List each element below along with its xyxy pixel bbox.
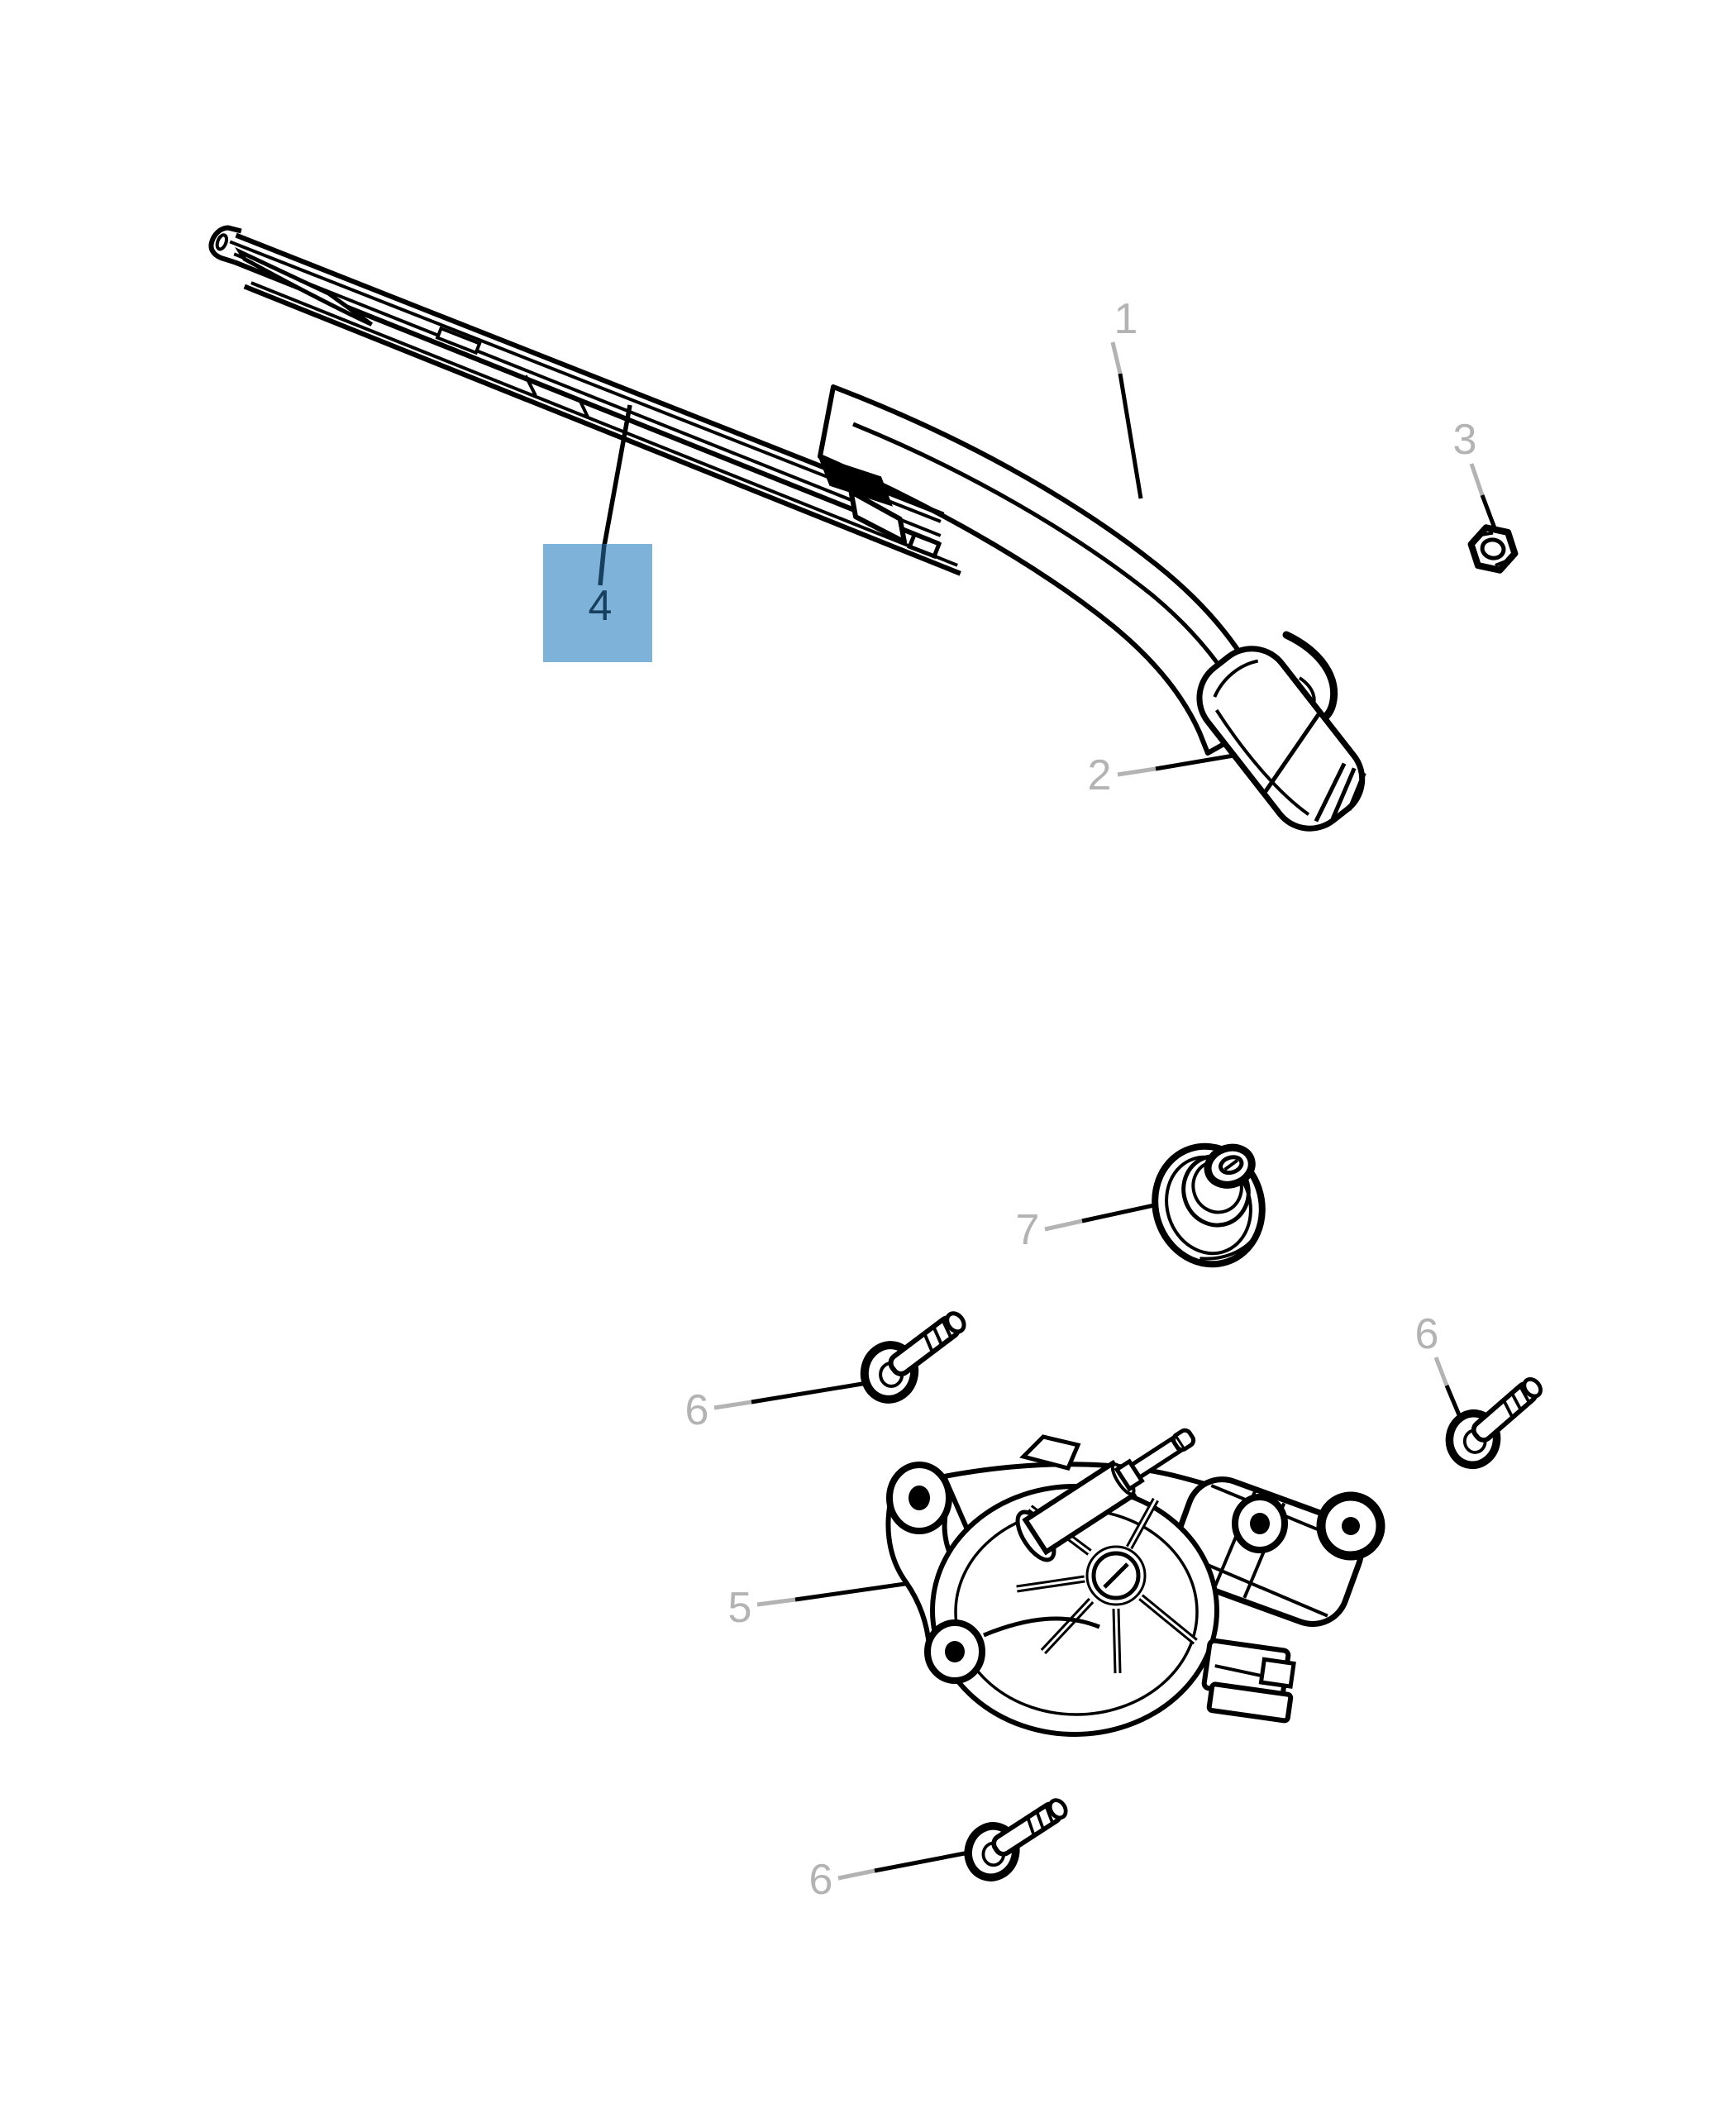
leader-6-left [713, 1381, 868, 1410]
blade-clip [907, 532, 942, 560]
bracket-boss-bottom-left-dot [945, 1641, 965, 1662]
blade-link-1 [523, 374, 537, 397]
callout-labels: 1 2 3 5 6 6 6 7 [685, 295, 1477, 1904]
nut-hole [1480, 537, 1506, 560]
end-cap-rib-2 [1330, 767, 1357, 820]
callout-6-right-label[interactable]: 6 [1415, 1310, 1439, 1358]
nut-drawing [1467, 524, 1519, 574]
end-cap-rib-1 [1314, 762, 1347, 823]
end-cap-seam [1263, 713, 1321, 793]
callout-7-label[interactable]: 7 [1016, 1206, 1040, 1254]
bracket-lower-arc [983, 1616, 1100, 1638]
nut-facet-1 [1479, 531, 1494, 537]
leader-6-bottom [837, 1850, 970, 1881]
callout-2-label[interactable]: 2 [1088, 751, 1112, 799]
motor-shaft [1015, 1428, 1196, 1562]
nut-facet-2 [1495, 559, 1508, 567]
blade-link-2 [577, 397, 590, 419]
leader-1 [1110, 341, 1143, 499]
end-cap-body [1196, 646, 1366, 832]
screw-6-right [1438, 1373, 1552, 1473]
grommet-slot [1223, 1158, 1239, 1171]
screw-6-bottom [961, 1793, 1071, 1886]
grommet-drawing [1152, 1142, 1266, 1268]
blade-tip-hole [215, 233, 229, 251]
bracket-boss-top-left-dot [909, 1486, 930, 1510]
highlight-box[interactable] [543, 544, 652, 662]
grommet-stem-hole [1219, 1155, 1244, 1176]
blade-clamp [818, 455, 893, 507]
leader-7 [1044, 1201, 1162, 1232]
screw-6-left [856, 1309, 971, 1406]
motor-end-boss-dot [1342, 1517, 1360, 1535]
leader-4 [602, 404, 632, 546]
blade-end-spoiler [234, 246, 373, 327]
arm-end-cap-drawing [1196, 646, 1366, 832]
blade-top-rail-2 [229, 240, 942, 523]
callout-6-bottom-label[interactable]: 6 [809, 1856, 833, 1904]
blade-notch [435, 326, 482, 355]
wiper-blade-drawing [208, 225, 961, 576]
wiper-motor-drawing [885, 1428, 1385, 1737]
motor-bracket-ear [1019, 1434, 1081, 1471]
grommet-outer [1152, 1142, 1266, 1268]
blade-bracket [848, 489, 907, 545]
end-cap-rib-3 [1347, 772, 1366, 811]
callout-5-label[interactable]: 5 [728, 1584, 752, 1632]
leader-6-right [1433, 1357, 1462, 1418]
motor-connector [1201, 1638, 1296, 1724]
end-cap-top-arc [1213, 659, 1259, 698]
gear-hub-outer [1085, 1545, 1147, 1606]
blade-rubber-line-1 [250, 281, 958, 567]
blade-frame-line-1 [233, 252, 942, 537]
callout-3-label[interactable]: 3 [1453, 416, 1477, 464]
highlight-group: 4 [543, 543, 652, 662]
gear-hub-slash [1103, 1562, 1129, 1589]
callout-1-label[interactable]: 1 [1114, 295, 1138, 343]
callout-6-left-label[interactable]: 6 [685, 1386, 709, 1434]
end-cap-edge [1214, 708, 1310, 816]
grommet-base-arc [1199, 1229, 1261, 1261]
callout-4-label[interactable]: 4 [589, 582, 613, 630]
blade-rubber-line-2 [243, 284, 961, 576]
leader-lines [602, 341, 1501, 1881]
highlight-leader-segment [598, 543, 607, 586]
bracket-boss-right-dot [1250, 1513, 1270, 1534]
nut-hex [1467, 524, 1519, 574]
